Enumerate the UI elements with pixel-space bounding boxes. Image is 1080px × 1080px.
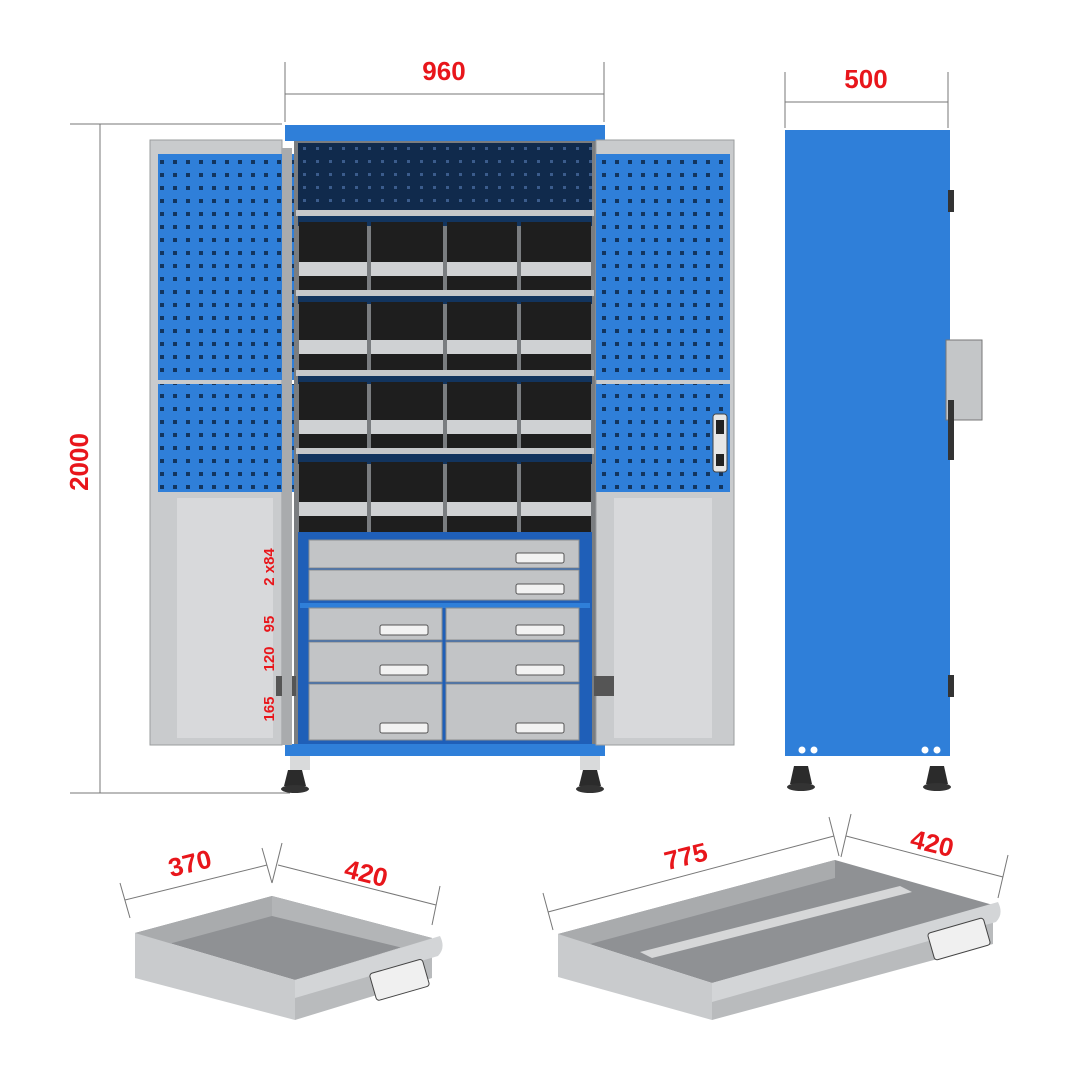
drawer-block <box>298 532 592 744</box>
dimension-labels: 960 500 2000 2 x84 95 120 165 370 420 77… <box>64 56 957 893</box>
right-door <box>594 139 735 746</box>
shelf-row-2 <box>296 290 594 372</box>
height-dimension-label: 2000 <box>64 433 94 491</box>
cabinet-front-view <box>149 125 735 793</box>
dimension-lines <box>70 62 1009 931</box>
small-drawer-illustration <box>135 896 443 1020</box>
shelf-row-1 <box>296 210 594 292</box>
drawer-height-120-label: 120 <box>261 646 278 671</box>
drawer-height-95-label: 95 <box>261 616 278 633</box>
depth-dimension-label: 500 <box>844 64 887 94</box>
bin-shelves <box>296 210 594 532</box>
drawer-height-165-label: 165 <box>261 696 278 721</box>
large-drawer-illustration <box>558 860 1001 1020</box>
shelf-row-4 <box>296 448 594 532</box>
small-drawer-width-label: 370 <box>165 843 214 883</box>
large-drawer-width-label: 775 <box>661 836 710 876</box>
small-drawer-depth-label: 420 <box>341 853 390 893</box>
cabinet-side-view <box>785 130 983 791</box>
width-dimension-label: 960 <box>422 56 465 86</box>
large-drawer-depth-label: 420 <box>907 823 956 863</box>
left-door <box>149 139 296 746</box>
shelf-row-3 <box>296 370 594 450</box>
drawer-height-2x84-label: 2 x84 <box>261 548 278 586</box>
